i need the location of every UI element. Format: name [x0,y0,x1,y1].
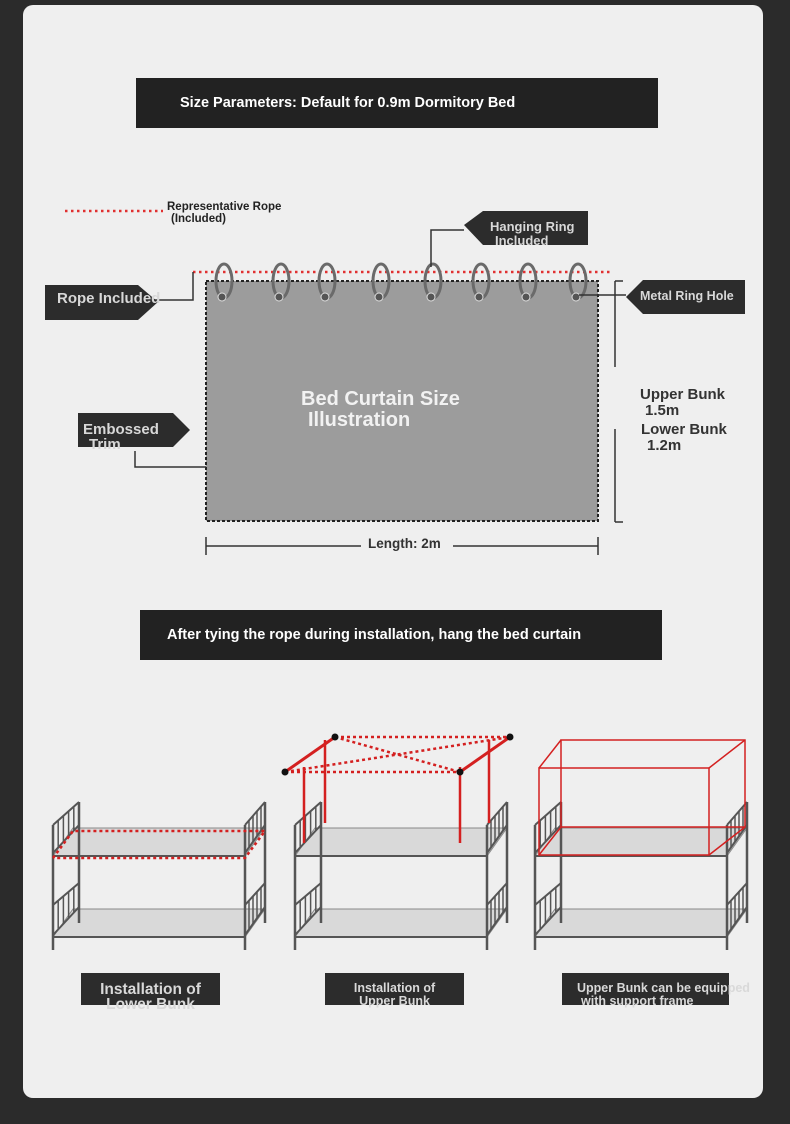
size-parameters-banner: Size Parameters: Default for 0.9m Dormit… [136,78,658,128]
hanging-ring-icon [271,262,291,302]
embossed-trim-label: Embossed Trim [83,421,159,453]
hanging-ring-icon [518,262,538,302]
upper-bunk-red-frame [281,733,514,843]
hanging-ring-icon [317,262,337,302]
product-card: Size Parameters: Default for 0.9m Dormit… [23,5,763,1098]
embossed-trim-tag-shape [78,413,190,447]
lower-bunk-height-label: Lower Bunk 1.2m [641,421,727,454]
hanging-ring-icon [371,262,391,302]
rope-included-tag-shape [45,285,158,320]
curtain-diagram [45,209,745,555]
representative-rope-label: Representative Rope (Included) [167,201,282,225]
hanging-ring-tag-shape [464,211,588,245]
length-label: Length: 2m [368,536,441,551]
hanging-ring-icon [214,262,234,302]
size-parameters-title: Size Parameters: Default for 0.9m Dormit… [180,95,516,111]
metal-ring-hole-tag-shape [626,280,745,314]
hanging-ring-icon [471,262,491,302]
installation-banner: After tying the rope during installation… [140,610,662,660]
curtain-center-label: Bed Curtain Size Illustration [301,388,460,431]
bunk-bed-icon-lower [51,801,267,950]
metal-ring-hole-label: Metal Ring Hole [640,289,734,303]
bunk-illustrations [51,733,749,950]
hanging-ring-icons [214,262,588,302]
curtain-fill [208,283,596,519]
bunk-bed-icon-frame [533,801,749,950]
installation-title: After tying the rope during installation… [167,627,582,643]
caption-upper-bunk: Installation of Upper Bunk [325,973,464,1007]
upper-bunk-height-label: Upper Bunk 1.5m [640,386,726,419]
hanging-ring-icon [423,262,443,302]
rope-included-label: Rope Included [57,290,161,307]
caption-support-frame: Upper Bunk can be equipped with support … [562,973,750,1007]
hanging-ring-label: Hanging Ring Included [490,219,575,248]
hanging-ring-icon [568,262,588,302]
ring-leader [430,229,464,267]
caption-lower-bunk: Installation of Lower Bunk [81,973,220,1012]
support-frame-red-box [538,739,746,856]
trim-leader [134,451,206,468]
bunk-bed-icon-upper [293,801,509,950]
rope-leader [153,272,194,301]
